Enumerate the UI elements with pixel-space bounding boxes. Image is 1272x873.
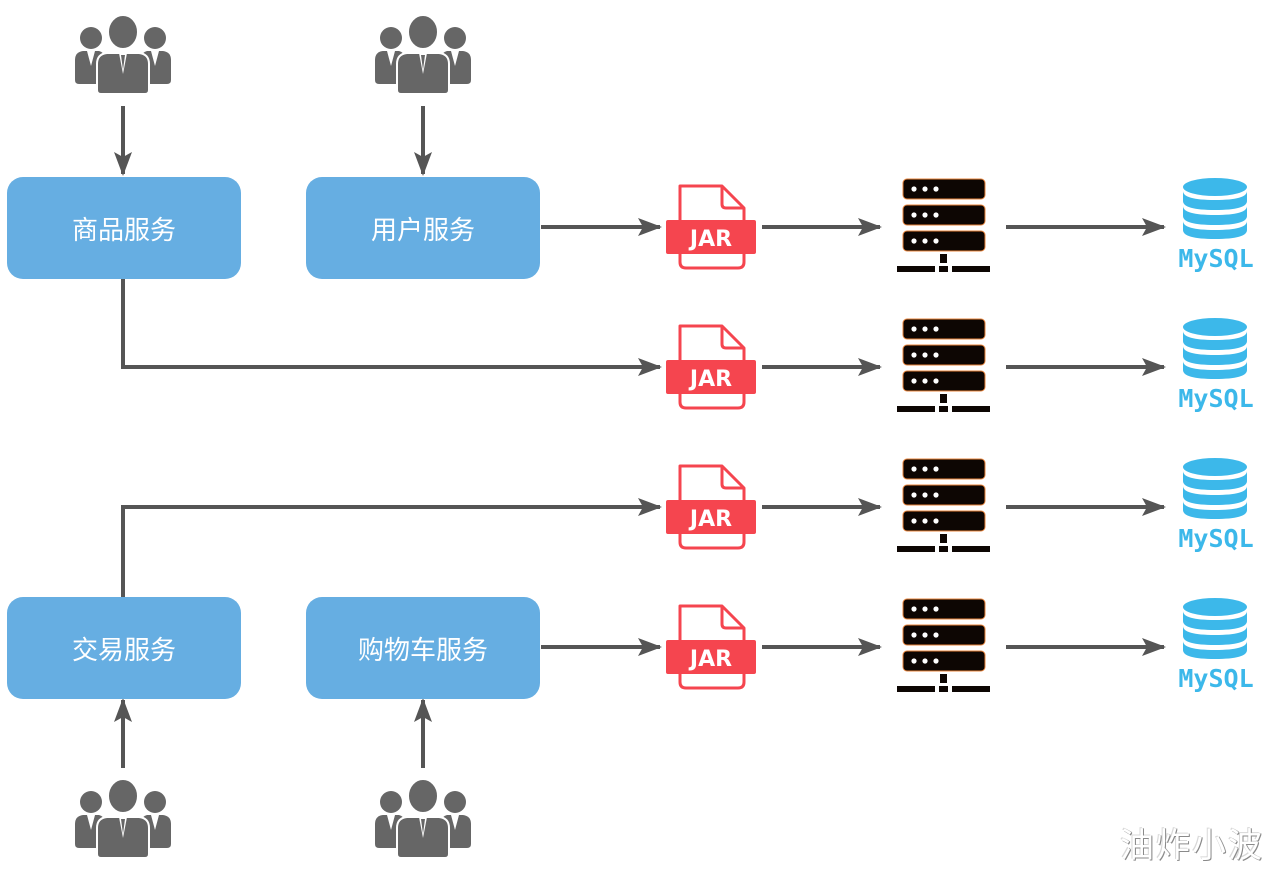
jar-file-icon: JAR — [666, 324, 756, 410]
service-box-product: 商品服务 — [7, 177, 241, 279]
service-box-cart: 购物车服务 — [306, 597, 540, 699]
mysql-label: MySQL — [1178, 384, 1253, 413]
arrow-trade-to-jar — [121, 498, 662, 597]
jar-file-icon: JAR — [666, 604, 756, 690]
server-rack-icon — [896, 318, 991, 413]
users-group-icon — [74, 778, 172, 859]
jar-label: JAR — [688, 227, 732, 252]
server-rack-icon — [896, 178, 991, 273]
mysql-database-icon: MySQL — [1178, 598, 1254, 693]
mysql-database-icon: MySQL — [1178, 458, 1254, 553]
mysql-database-icon: MySQL — [1178, 178, 1254, 273]
service-label: 购物车服务 — [357, 635, 488, 666]
mysql-label: MySQL — [1178, 664, 1253, 693]
jar-label: JAR — [688, 367, 732, 392]
jar-file-icon: JAR — [666, 464, 756, 550]
jar-file-icon: JAR — [666, 184, 756, 270]
jar-label: JAR — [688, 507, 732, 532]
arrow-product-to-jar — [121, 279, 662, 376]
service-label: 商品服务 — [71, 215, 176, 246]
users-group-icon — [74, 14, 172, 95]
users-group-icon — [374, 14, 472, 95]
service-box-user: 用户服务 — [306, 177, 540, 279]
service-label: 交易服务 — [71, 635, 176, 666]
users-group-icon — [374, 778, 472, 859]
mysql-database-icon: MySQL — [1178, 318, 1254, 413]
watermark: 油炸小波 — [1120, 826, 1264, 866]
server-rack-icon — [896, 458, 991, 553]
mysql-label: MySQL — [1178, 244, 1253, 273]
service-box-trade: 交易服务 — [7, 597, 241, 699]
mysql-label: MySQL — [1178, 524, 1253, 553]
service-label: 用户服务 — [370, 215, 475, 246]
server-rack-icon — [896, 598, 991, 693]
jar-label: JAR — [688, 647, 732, 672]
